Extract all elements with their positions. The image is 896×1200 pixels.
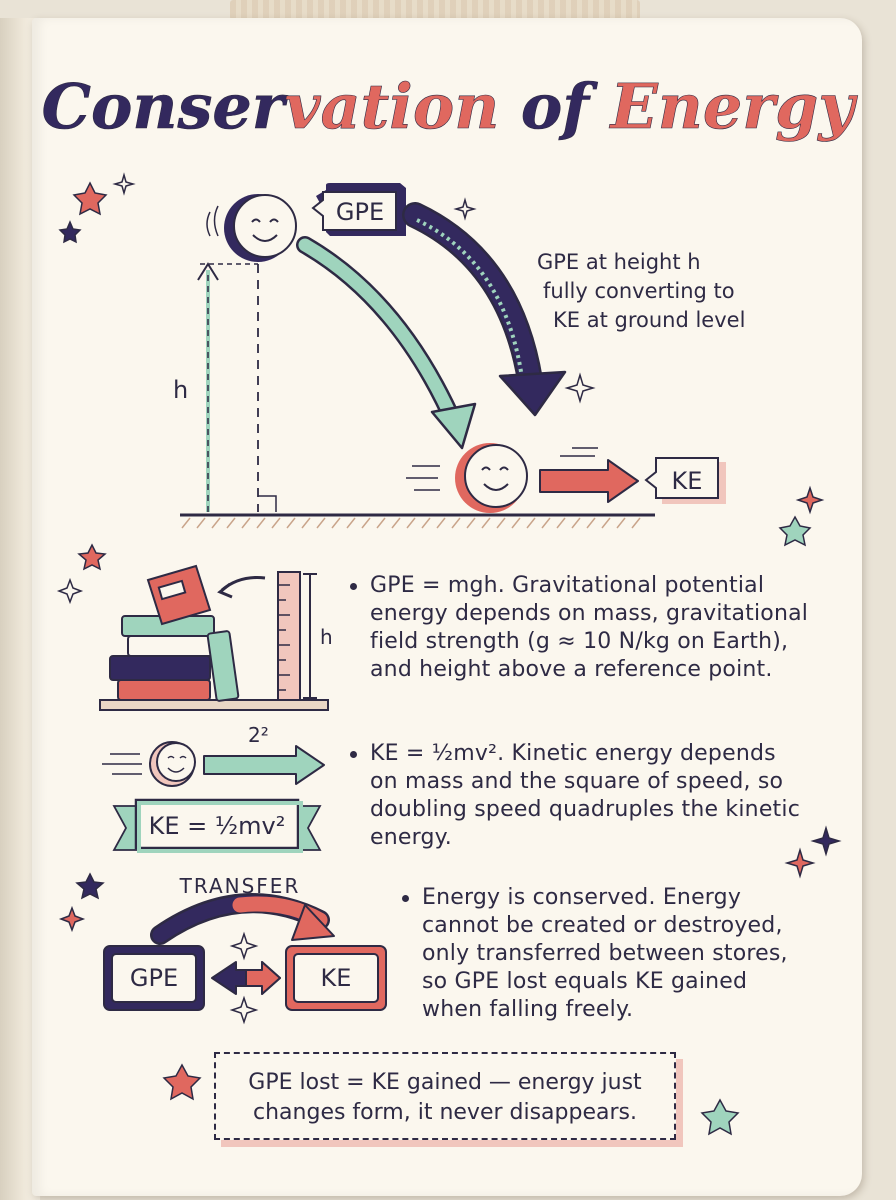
height-label: h xyxy=(173,376,188,404)
diagram-annotation: GPE at height h fully converting to KE a… xyxy=(537,248,797,335)
speed-squared-label: 2² xyxy=(248,723,269,747)
svg-text:GPE: GPE xyxy=(336,198,384,226)
annotation-line-2: fully converting to xyxy=(543,279,735,303)
summary-text: GPE lost = KE gained — energy just chang… xyxy=(248,1070,642,1125)
svg-text:KE: KE xyxy=(672,467,703,495)
bullet-dot xyxy=(402,895,409,902)
ruler-height-label: h xyxy=(320,625,333,649)
title-part-4: Energy xyxy=(609,70,859,143)
bullet-dot xyxy=(350,751,357,758)
gpe-explanation-text: GPE = mgh. Gravitational potential energ… xyxy=(370,573,809,682)
falling-ball-diagram: h GPE xyxy=(173,183,726,529)
conservation-explanation-text: Energy is conserved. Energy cannot be cr… xyxy=(422,885,788,1022)
title-part-2: vation xyxy=(284,70,499,143)
summary-box: GPE lost = KE gained — energy just chang… xyxy=(214,1052,676,1140)
page-title: Conservation of Energy xyxy=(42,70,859,143)
annotation-line-3: KE at ground level xyxy=(553,308,746,332)
ke-tag: KE xyxy=(644,457,726,504)
books-ruler-illustration xyxy=(99,564,329,711)
top-ball xyxy=(206,194,297,262)
transfer-ke-box: KE xyxy=(321,964,352,992)
gpe-explanation: GPE = mgh. Gravitational potential energ… xyxy=(350,572,820,684)
transfer-arc-label: TRANSFER xyxy=(179,874,301,898)
transfer-illustration xyxy=(103,893,387,1011)
transfer-gpe-box: GPE xyxy=(130,964,178,992)
gpe-tag: GPE xyxy=(311,183,406,236)
bottom-ball xyxy=(406,443,528,513)
bullet-dot xyxy=(350,583,357,590)
sparkle-stars-decoration xyxy=(56,172,842,1136)
torn-paper-edge xyxy=(230,0,640,20)
conservation-explanation: Energy is conserved. Energy cannot be cr… xyxy=(402,884,812,1024)
title-part-3: of xyxy=(499,70,610,143)
annotation-line-1: GPE at height h xyxy=(537,250,701,274)
ke-explanation-text: KE = ½mv². Kinetic energy depends on mas… xyxy=(370,741,800,850)
title-part-1: Conser xyxy=(42,70,289,143)
ke-formula-banner: KE = ½mv² xyxy=(149,812,286,840)
ke-speed-illustration xyxy=(102,741,325,853)
ke-explanation: KE = ½mv². Kinetic energy depends on mas… xyxy=(350,740,810,852)
